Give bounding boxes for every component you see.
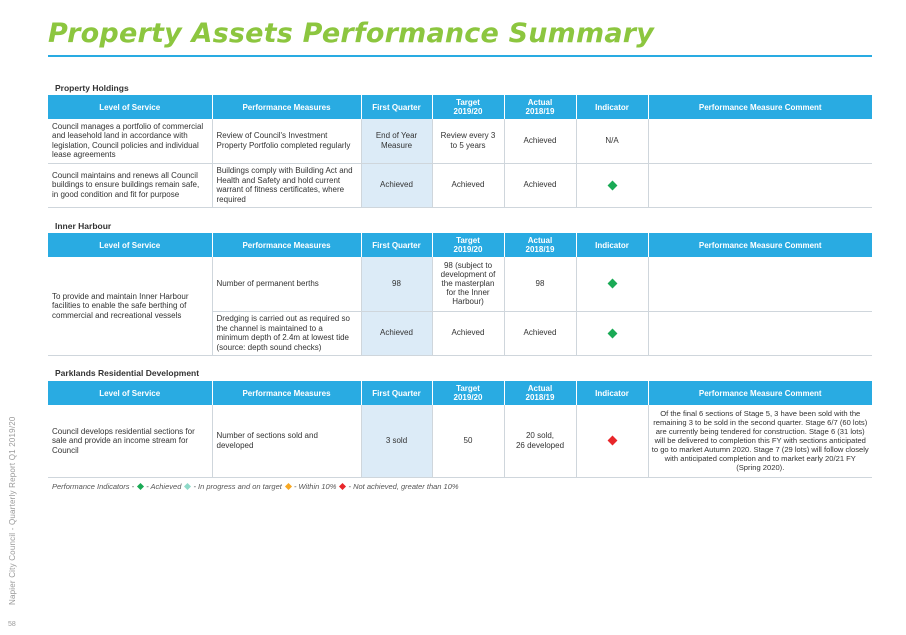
table-row: Council develops residential sections fo…	[48, 405, 872, 478]
indicator-cell	[576, 405, 649, 478]
legend-within-10: - Within 10%	[293, 482, 337, 491]
table-row: To provide and maintain Inner Harbour fa…	[48, 257, 872, 356]
header-indicator: Indicator	[576, 381, 649, 405]
table-header-row: Level of Service Performance Measures Fi…	[48, 381, 872, 405]
header-first-quarter: First Quarter	[361, 95, 433, 119]
comment-cell	[648, 119, 872, 164]
indicator-cell	[576, 311, 649, 356]
achieved-indicator-icon	[607, 328, 617, 339]
table-header-row: Level of Service Performance Measures Fi…	[48, 95, 872, 119]
table-row: Dredging is carried out as required so t…	[48, 311, 872, 356]
measure-cell: Number of sections sold and developed	[212, 405, 362, 478]
target-cell: Achieved	[432, 163, 505, 208]
actual-cell: Achieved	[504, 163, 577, 208]
comment-cell	[648, 311, 872, 356]
header-performance-measures: Performance Measures	[212, 95, 362, 119]
indicator-cell	[576, 163, 649, 208]
section-title-property-holdings: Property Holdings	[55, 83, 129, 93]
actual-cell: 20 sold,26 developed	[504, 405, 577, 478]
header-comment: Performance Measure Comment	[648, 233, 872, 257]
not-achieved-legend-icon	[339, 482, 347, 491]
within-10-legend-icon	[284, 482, 292, 491]
measure-cell: Number of permanent berths	[212, 257, 362, 312]
table-header-row: Level of Service Performance Measures Fi…	[48, 233, 872, 257]
level-of-service-cell: Council maintains and renews all Council…	[48, 163, 213, 208]
legend-in-progress: - In progress and on target	[193, 482, 282, 491]
not-achieved-indicator-icon	[607, 435, 617, 446]
header-indicator: Indicator	[576, 95, 649, 119]
section-title-parklands: Parklands Residential Development	[55, 368, 200, 378]
target-cell: Review every 3 to 5 years	[432, 119, 505, 164]
achieved-indicator-icon	[607, 180, 617, 191]
header-indicator: Indicator	[576, 233, 649, 257]
comment-cell: Of the final 6 sections of Stage 5, 3 ha…	[648, 405, 872, 478]
page-title: Property Assets Performance Summary	[48, 18, 655, 49]
measure-cell: Buildings comply with Building Act and H…	[212, 163, 362, 208]
first-quarter-cell: 98	[361, 257, 433, 312]
header-level-of-service: Level of Service	[48, 95, 213, 119]
achieved-legend-icon	[137, 482, 145, 491]
section-title-inner-harbour: Inner Harbour	[55, 221, 112, 231]
table-row: Council manages a portfolio of commercia…	[48, 119, 872, 164]
target-cell: Achieved	[432, 311, 505, 356]
first-quarter-cell: Achieved	[361, 311, 433, 356]
first-quarter-cell: End of Year Measure	[361, 119, 433, 164]
header-comment: Performance Measure Comment	[648, 381, 872, 405]
level-of-service-cell: Council develops residential sections fo…	[48, 405, 213, 478]
level-of-service-cell: To provide and maintain Inner Harbour fa…	[48, 257, 213, 356]
header-first-quarter: First Quarter	[361, 233, 433, 257]
parklands-table: Level of Service Performance Measures Fi…	[48, 381, 872, 478]
header-level-of-service: Level of Service	[48, 381, 213, 405]
actual-cell: Achieved	[504, 119, 577, 164]
actual-cell: 98	[504, 257, 577, 312]
level-of-service-cell: Council manages a portfolio of commercia…	[48, 119, 213, 164]
comment-cell	[648, 163, 872, 208]
indicator-legend: Performance Indicators - - Achieved - In…	[52, 482, 459, 491]
measure-cell: Dredging is carried out as required so t…	[212, 311, 362, 356]
target-cell: 50	[432, 405, 505, 478]
first-quarter-cell: 3 sold	[361, 405, 433, 478]
report-side-label: Napier City Council - Quarterly Report Q…	[8, 416, 17, 605]
property-holdings-table: Level of Service Performance Measures Fi…	[48, 95, 872, 208]
first-quarter-cell: Achieved	[361, 163, 433, 208]
table-row: Council maintains and renews all Council…	[48, 163, 872, 208]
header-performance-measures: Performance Measures	[212, 381, 362, 405]
indicator-cell	[576, 257, 649, 312]
indicator-cell: N/A	[576, 119, 649, 164]
target-cell: 98 (subject to development of the master…	[432, 257, 505, 312]
header-first-quarter: First Quarter	[361, 381, 433, 405]
legend-achieved: - Achieved	[146, 482, 182, 491]
actual-cell: Achieved	[504, 311, 577, 356]
header-level-of-service: Level of Service	[48, 233, 213, 257]
legend-prefix: Performance Indicators -	[52, 482, 137, 491]
header-performance-measures: Performance Measures	[212, 233, 362, 257]
in-progress-legend-icon	[184, 482, 192, 491]
comment-cell	[648, 257, 872, 312]
inner-harbour-table: Level of Service Performance Measures Fi…	[48, 233, 872, 356]
achieved-indicator-icon	[607, 278, 617, 289]
header-comment: Performance Measure Comment	[648, 95, 872, 119]
measure-cell: Review of Council's Investment Property …	[212, 119, 362, 164]
page-number: 58	[8, 621, 16, 628]
legend-not-achieved: - Not achieved, greater than 10%	[348, 482, 459, 491]
title-underline	[48, 55, 872, 57]
